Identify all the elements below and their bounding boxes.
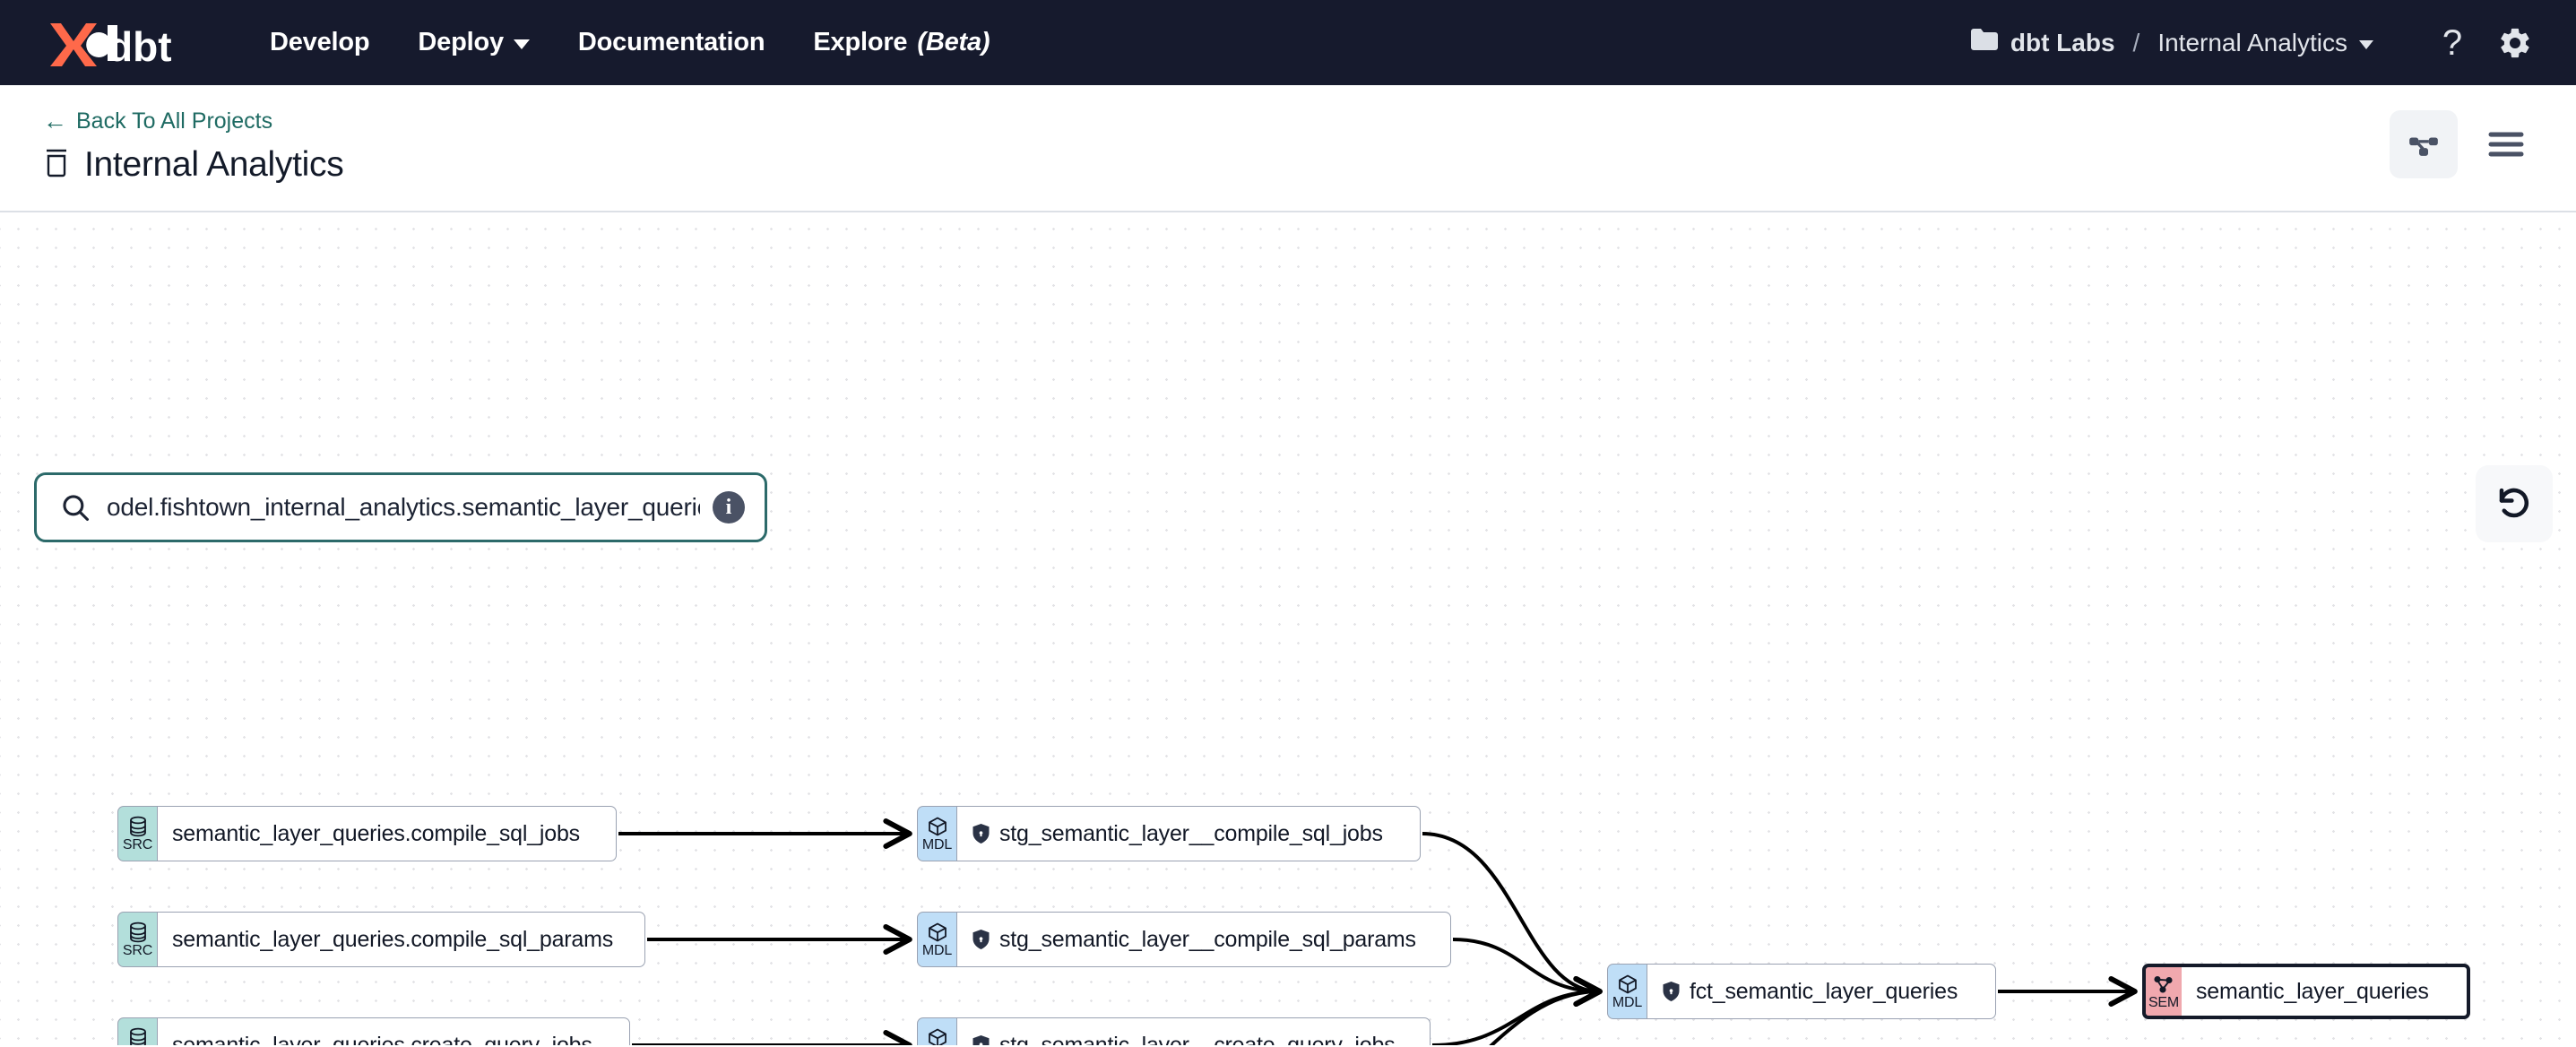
lineage-node-src1[interactable]: SRC semantic_layer_queries.compile_sql_j… — [117, 806, 617, 861]
top-nav-right-group: dbt Labs / Internal Analytics ? — [1970, 18, 2540, 68]
breadcrumb-project[interactable]: Internal Analytics — [2157, 29, 2373, 57]
node-type-badge-src: SRC — [117, 806, 157, 861]
node-label: stg_semantic_layer__compile_sql_params — [999, 926, 1416, 952]
database-icon — [128, 920, 148, 943]
nav-link-deploy[interactable]: Deploy — [393, 28, 554, 57]
node-body[interactable]: stg_semantic_layer__create_query_jobs — [956, 1017, 1431, 1045]
lineage-node-sem-selected[interactable]: SEM semantic_layer_queries — [2142, 964, 2470, 1019]
folder-icon — [1970, 28, 1999, 57]
node-type-label: MDL — [921, 836, 953, 852]
svg-text:dbt: dbt — [108, 23, 172, 68]
explore-beta-tag: (Beta) — [917, 28, 990, 56]
nav-link-documentation[interactable]: Documentation — [554, 28, 789, 57]
node-label: semantic_layer_queries.compile_sql_jobs — [172, 820, 580, 846]
node-label: semantic_layer_queries.create_query_jobs — [172, 1032, 592, 1046]
lineage-graph-canvas[interactable]: odel.fishtown_internal_analytics.semanti… — [0, 212, 2576, 1045]
page-title-row: Internal Analytics — [43, 145, 2540, 185]
node-body[interactable]: fct_semantic_layer_queries — [1647, 964, 1996, 1019]
chevron-down-icon — [513, 39, 530, 49]
semantic-model-icon — [2153, 972, 2174, 995]
node-label: fct_semantic_layer_queries — [1690, 978, 1958, 1004]
cube-icon — [1617, 972, 1638, 995]
main-nav-links: Develop Deploy Documentation Explore (Be… — [246, 28, 1014, 57]
info-icon[interactable]: i — [713, 491, 745, 524]
shield-icon — [972, 1034, 990, 1045]
cube-icon — [927, 920, 948, 943]
node-body[interactable]: semantic_layer_queries.create_query_jobs — [157, 1017, 630, 1045]
page-title: Internal Analytics — [84, 145, 344, 184]
chevron-down-icon — [2359, 39, 2373, 49]
nav-link-deploy-label: Deploy — [418, 28, 504, 56]
svg-text:?: ? — [2442, 23, 2462, 63]
node-label: stg_semantic_layer__create_query_jobs — [999, 1032, 1396, 1046]
lineage-search-box[interactable]: odel.fishtown_internal_analytics.semanti… — [34, 472, 767, 542]
node-type-badge-mdl: MDL — [917, 806, 956, 861]
nav-link-develop-label: Develop — [270, 28, 370, 56]
search-icon — [60, 492, 91, 523]
lineage-node-mdl3[interactable]: MDL stg_semantic_layer__create_query_job… — [917, 1017, 1431, 1045]
nav-link-explore-label: Explore — [813, 28, 908, 56]
node-type-badge-src: SRC — [117, 912, 157, 967]
node-body[interactable]: semantic_layer_queries.compile_sql_jobs — [157, 806, 617, 861]
node-type-badge-sem: SEM — [2142, 964, 2182, 1019]
settings-gear-button[interactable] — [2490, 18, 2540, 68]
node-type-label: SRC — [122, 942, 153, 958]
project-database-icon — [43, 148, 70, 183]
dbt-logo[interactable]: dbt — [43, 18, 197, 68]
cube-icon — [927, 814, 948, 837]
node-label: semantic_layer_queries.compile_sql_param… — [172, 926, 614, 952]
lineage-node-mdl1[interactable]: MDL stg_semantic_layer__compile_sql_jobs — [917, 806, 1421, 861]
back-link-label: Back To All Projects — [76, 108, 273, 134]
cube-icon — [927, 1025, 948, 1045]
view-toggle-group — [2390, 110, 2540, 178]
node-body[interactable]: semantic_layer_queries.compile_sql_param… — [157, 912, 645, 967]
node-type-badge-mdl: MDL — [917, 912, 956, 967]
breadcrumb-organization[interactable]: dbt Labs — [1970, 28, 2115, 57]
database-icon — [128, 814, 148, 837]
list-view-button[interactable] — [2472, 110, 2540, 178]
node-body[interactable]: semantic_layer_queries — [2182, 964, 2470, 1019]
node-type-badge-mdl: MDL — [917, 1017, 956, 1045]
node-type-label: SEM — [2148, 994, 2180, 1010]
lineage-node-src3[interactable]: SRC semantic_layer_queries.create_query_… — [117, 1017, 630, 1045]
shield-icon — [1662, 981, 1681, 1002]
node-type-badge-mdl: MDL — [1607, 964, 1647, 1019]
node-type-badge-src: SRC — [117, 1017, 157, 1045]
nav-link-explore[interactable]: Explore (Beta) — [789, 28, 1014, 57]
node-body[interactable]: stg_semantic_layer__compile_sql_jobs — [956, 806, 1421, 861]
top-navigation-bar: dbt Develop Deploy Documentation Explore… — [0, 0, 2576, 85]
help-button[interactable]: ? — [2427, 18, 2477, 68]
arrow-left-icon: ← — [43, 108, 67, 134]
lineage-node-mdl2[interactable]: MDL stg_semantic_layer__compile_sql_para… — [917, 912, 1451, 967]
breadcrumb-separator: / — [2132, 28, 2140, 56]
project-subheader: ← Back To All Projects Internal Analytic… — [0, 85, 2576, 212]
search-input[interactable]: odel.fishtown_internal_analytics.semanti… — [107, 493, 700, 521]
lineage-view-button[interactable] — [2390, 110, 2458, 178]
node-label: stg_semantic_layer__compile_sql_jobs — [999, 820, 1383, 846]
lineage-node-fct[interactable]: MDL fct_semantic_layer_queries — [1607, 964, 1996, 1019]
node-type-label: MDL — [1612, 994, 1643, 1010]
database-icon — [128, 1025, 148, 1045]
node-type-label: MDL — [921, 942, 953, 958]
breadcrumb-project-label: Internal Analytics — [2157, 28, 2347, 56]
shield-icon — [972, 823, 990, 844]
node-label: semantic_layer_queries — [2196, 978, 2429, 1004]
nav-link-documentation-label: Documentation — [577, 28, 765, 56]
reset-view-button[interactable] — [2476, 465, 2553, 542]
node-body[interactable]: stg_semantic_layer__compile_sql_params — [956, 912, 1451, 967]
nav-link-develop[interactable]: Develop — [246, 28, 393, 57]
breadcrumb-organization-label: dbt Labs — [2010, 28, 2115, 56]
node-type-label: SRC — [122, 836, 153, 852]
shield-icon — [972, 929, 990, 950]
lineage-node-src2[interactable]: SRC semantic_layer_queries.compile_sql_p… — [117, 912, 645, 967]
back-to-all-projects-link[interactable]: ← Back To All Projects — [43, 108, 272, 134]
